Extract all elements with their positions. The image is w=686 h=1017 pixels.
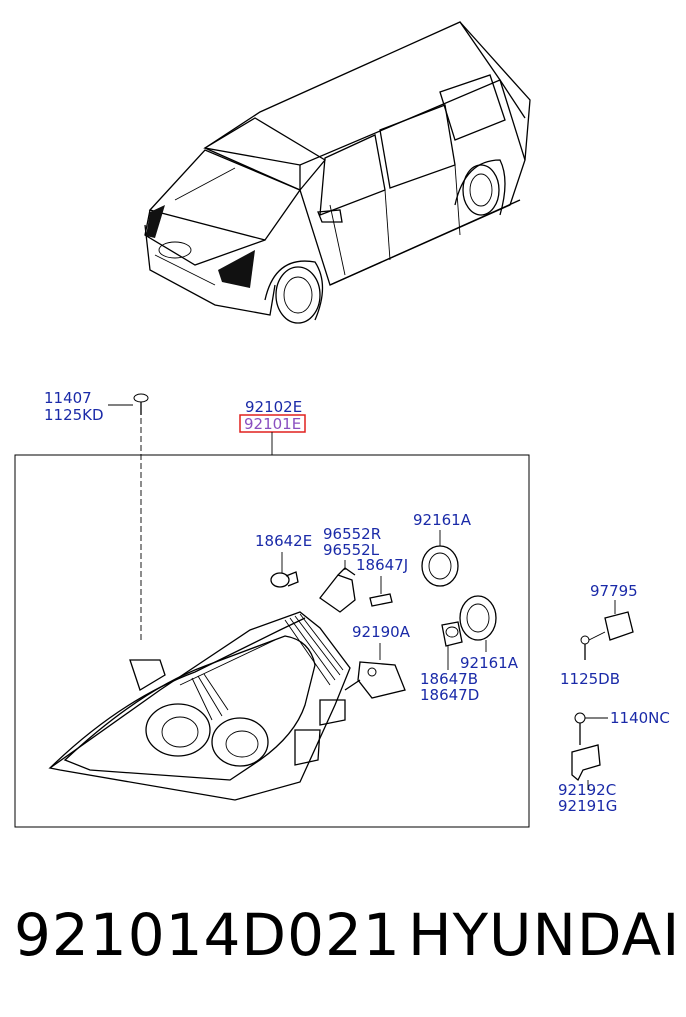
- callout-96552l: 96552L: [323, 541, 380, 559]
- headlamp-housing: [48, 611, 351, 801]
- lamp-cap-bottom-icon: [459, 595, 497, 652]
- lamp-cap-icon: [421, 530, 459, 587]
- headlamp-bulb-icon: [441, 621, 463, 670]
- callout-92102e: 92102E: [245, 398, 302, 416]
- bulb-icon: [270, 552, 299, 588]
- callout-92191g: 92191G: [558, 797, 617, 815]
- part-number: 921014D021: [14, 901, 401, 969]
- highlight-box: [239, 414, 306, 433]
- callout-96552r: 96552R: [323, 525, 381, 543]
- callout-18642e: 18642E: [255, 532, 312, 550]
- callout-18647b: 18647B: [420, 670, 478, 688]
- sensor-icon: [319, 560, 356, 613]
- callout-92161a-top: 92161A: [413, 511, 472, 529]
- callout-1125db: 1125DB: [560, 670, 620, 688]
- callout-92192c: 92192C: [558, 781, 616, 799]
- minivan-illustration: [144, 21, 531, 324]
- callout-92190a: 92190A: [352, 623, 411, 641]
- screw-icon: [108, 393, 149, 640]
- small-bulb-icon: [369, 576, 393, 607]
- callout-18647d: 18647D: [420, 686, 479, 704]
- bracket-icon: [571, 712, 608, 790]
- callout-18647j: 18647J: [356, 556, 408, 574]
- callout-92161a-bottom: 92161A: [460, 654, 519, 672]
- callout-1140nc: 1140NC: [610, 709, 670, 727]
- footer: 921014D021 HYUNDAI: [0, 880, 686, 990]
- callout-11407: 11407: [44, 389, 92, 407]
- callout-92101e: 92101E: [244, 415, 301, 433]
- headlamp-parts-diagram: 11407 1125KD 92102E 92101E 18642E 96552R…: [14, 21, 670, 828]
- ballast-icon: [580, 600, 634, 660]
- callout-97795: 97795: [590, 582, 638, 600]
- leveling-actuator-icon: [344, 643, 406, 699]
- brand-name: HYUNDAI: [408, 901, 681, 969]
- callout-1125kd: 1125KD: [44, 406, 104, 424]
